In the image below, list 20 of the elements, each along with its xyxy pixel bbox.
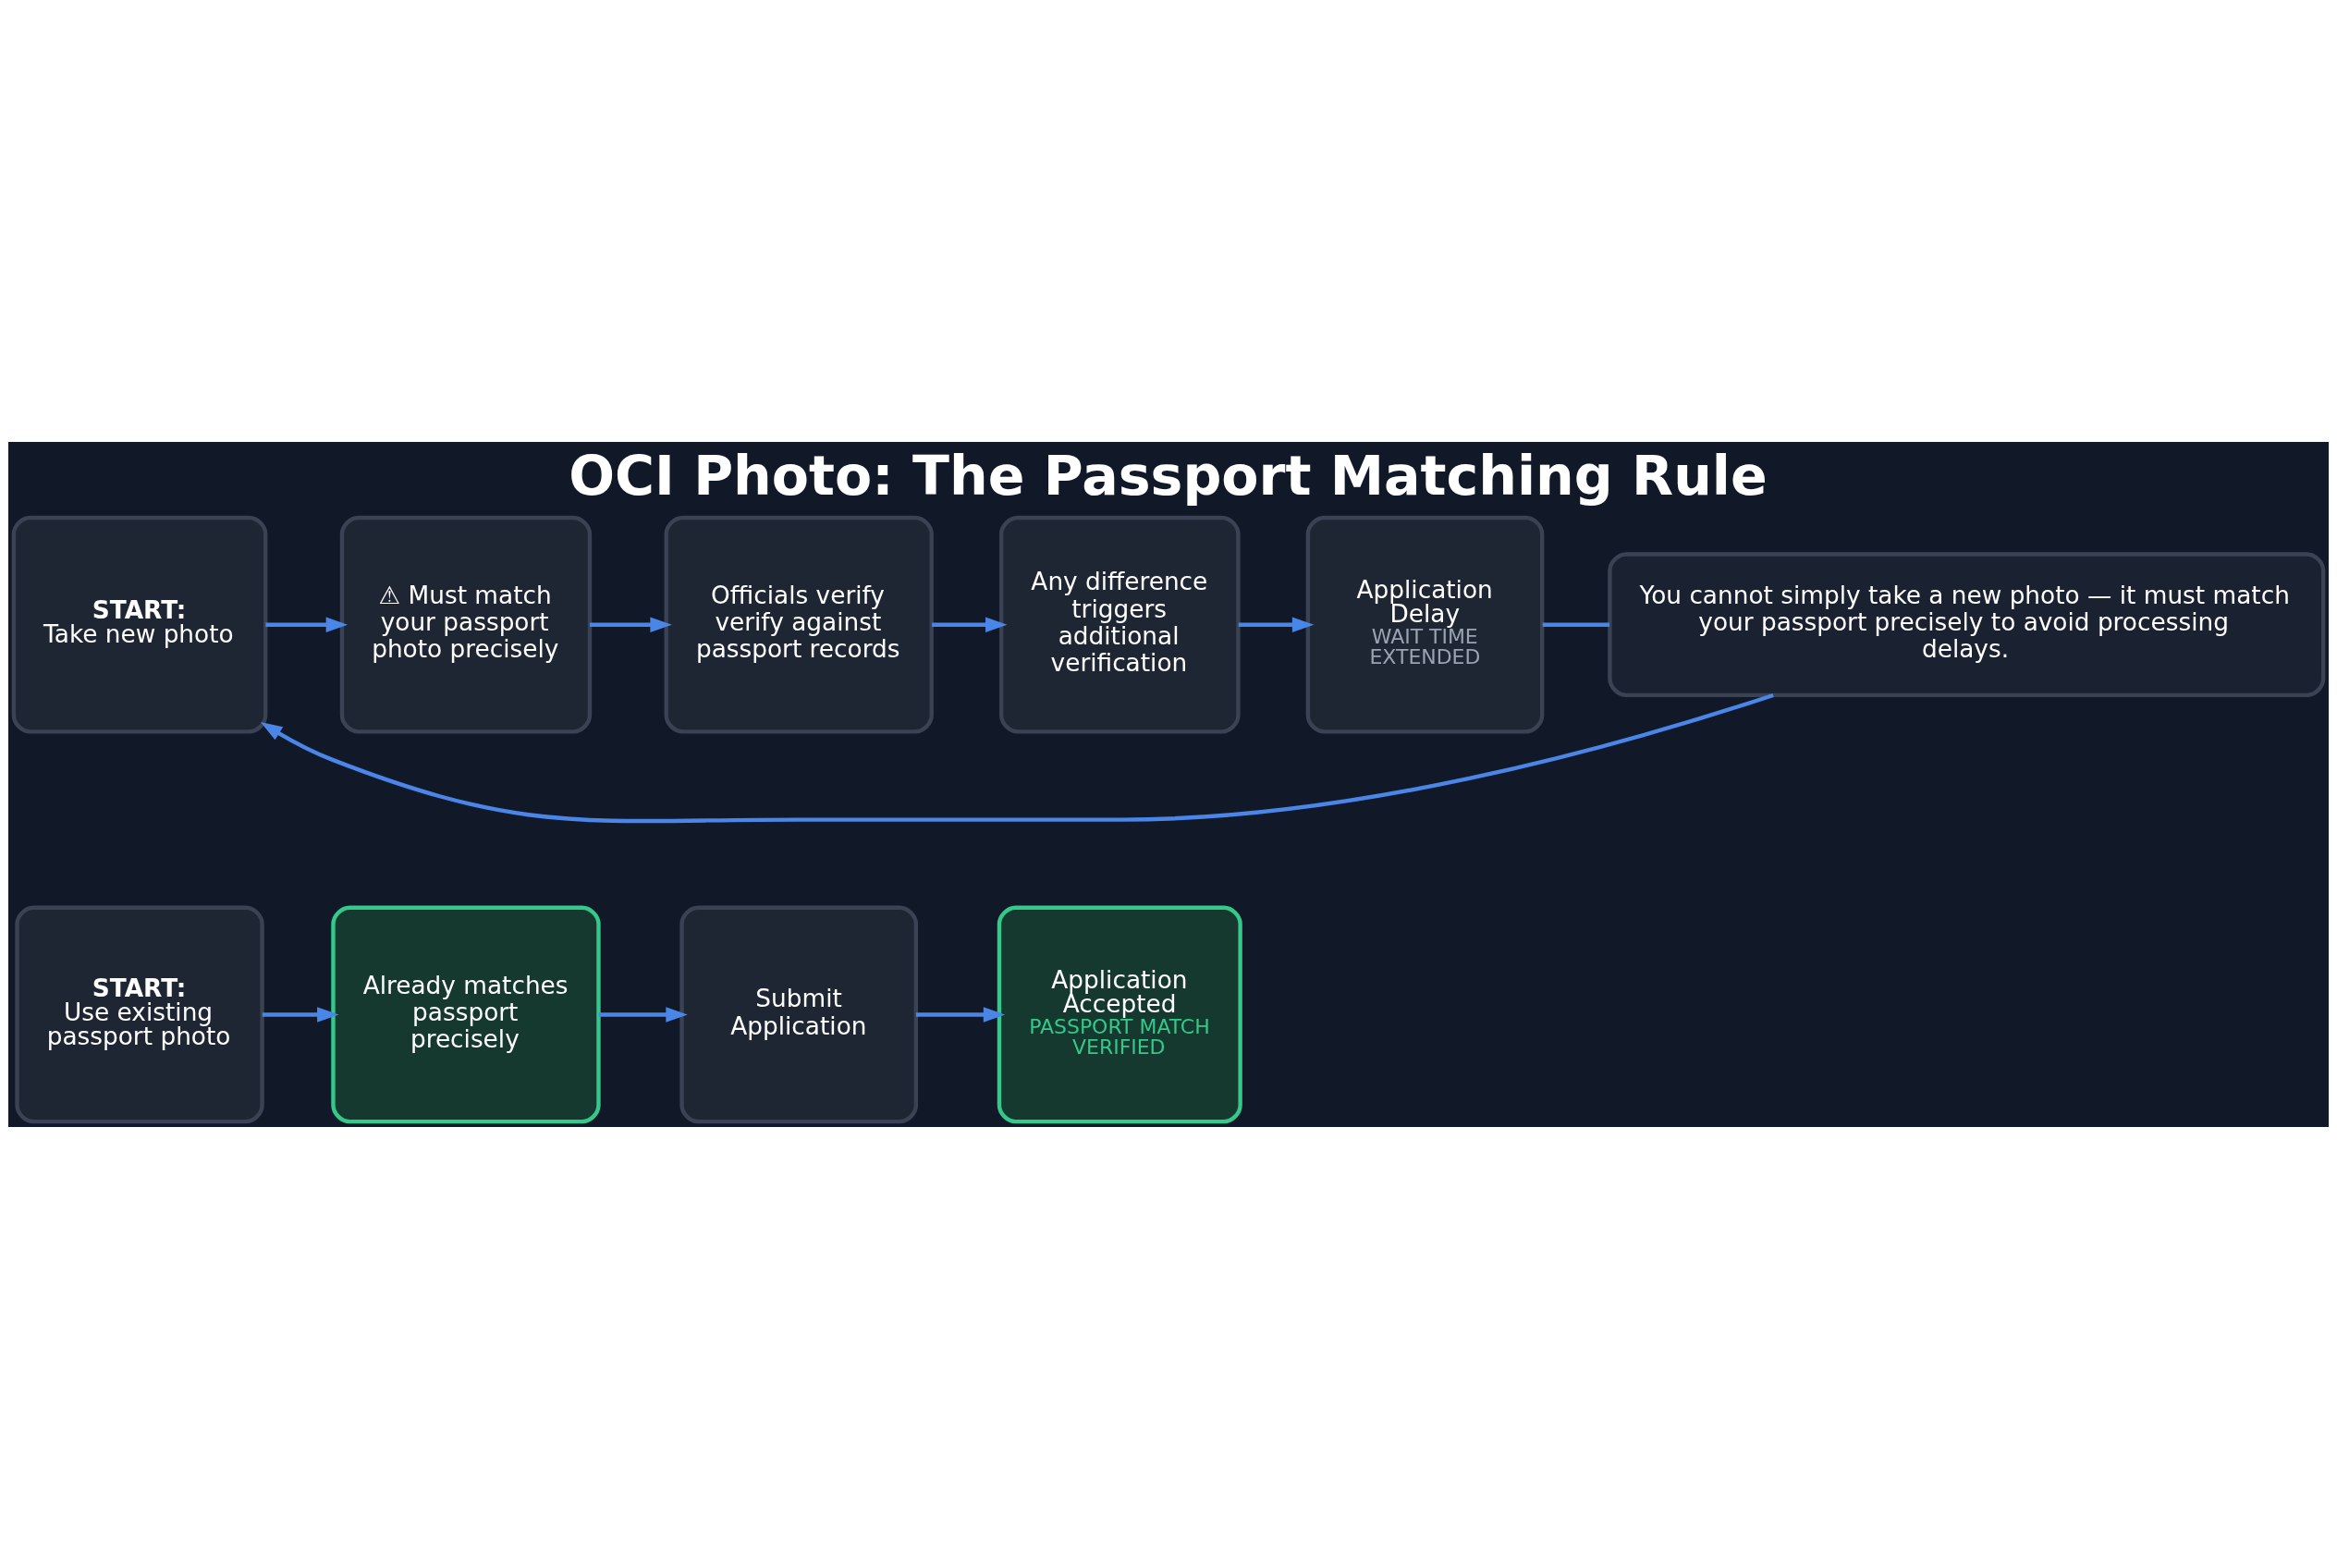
connector — [1542, 622, 1609, 627]
node-box: Application Accepted PASSPORT MATCH VERIFIED — [997, 905, 1242, 1123]
arrow — [932, 616, 1008, 632]
node-box: START: Use existing passport photo — [15, 905, 264, 1123]
arrow — [265, 616, 349, 632]
arrow — [598, 1006, 688, 1023]
arrow — [589, 616, 672, 632]
node-box: Application Delay WAIT TIME EXTENDED — [1305, 515, 1545, 734]
node-box: Submit Application — [679, 905, 919, 1123]
arrow — [915, 1006, 1006, 1023]
arrow — [1238, 616, 1315, 632]
node-box: Already matches passport precisely — [331, 905, 601, 1123]
node-box: START: Take new photo — [11, 515, 268, 734]
node-box: ⚠ Must match your passport photo precisely — [339, 515, 593, 734]
diagram-title: OCI Photo: The Passport Matching Rule — [569, 444, 1768, 508]
node-box: You cannot simply take a new photo — it must match your passport precisely to avoid processing delays. — [1608, 551, 2326, 697]
arrow — [262, 1006, 339, 1023]
node-box: Any difference triggers additional verification — [998, 515, 1241, 734]
arrow — [260, 692, 1774, 823]
node-box: Officials verify verify against passport records — [664, 515, 934, 734]
